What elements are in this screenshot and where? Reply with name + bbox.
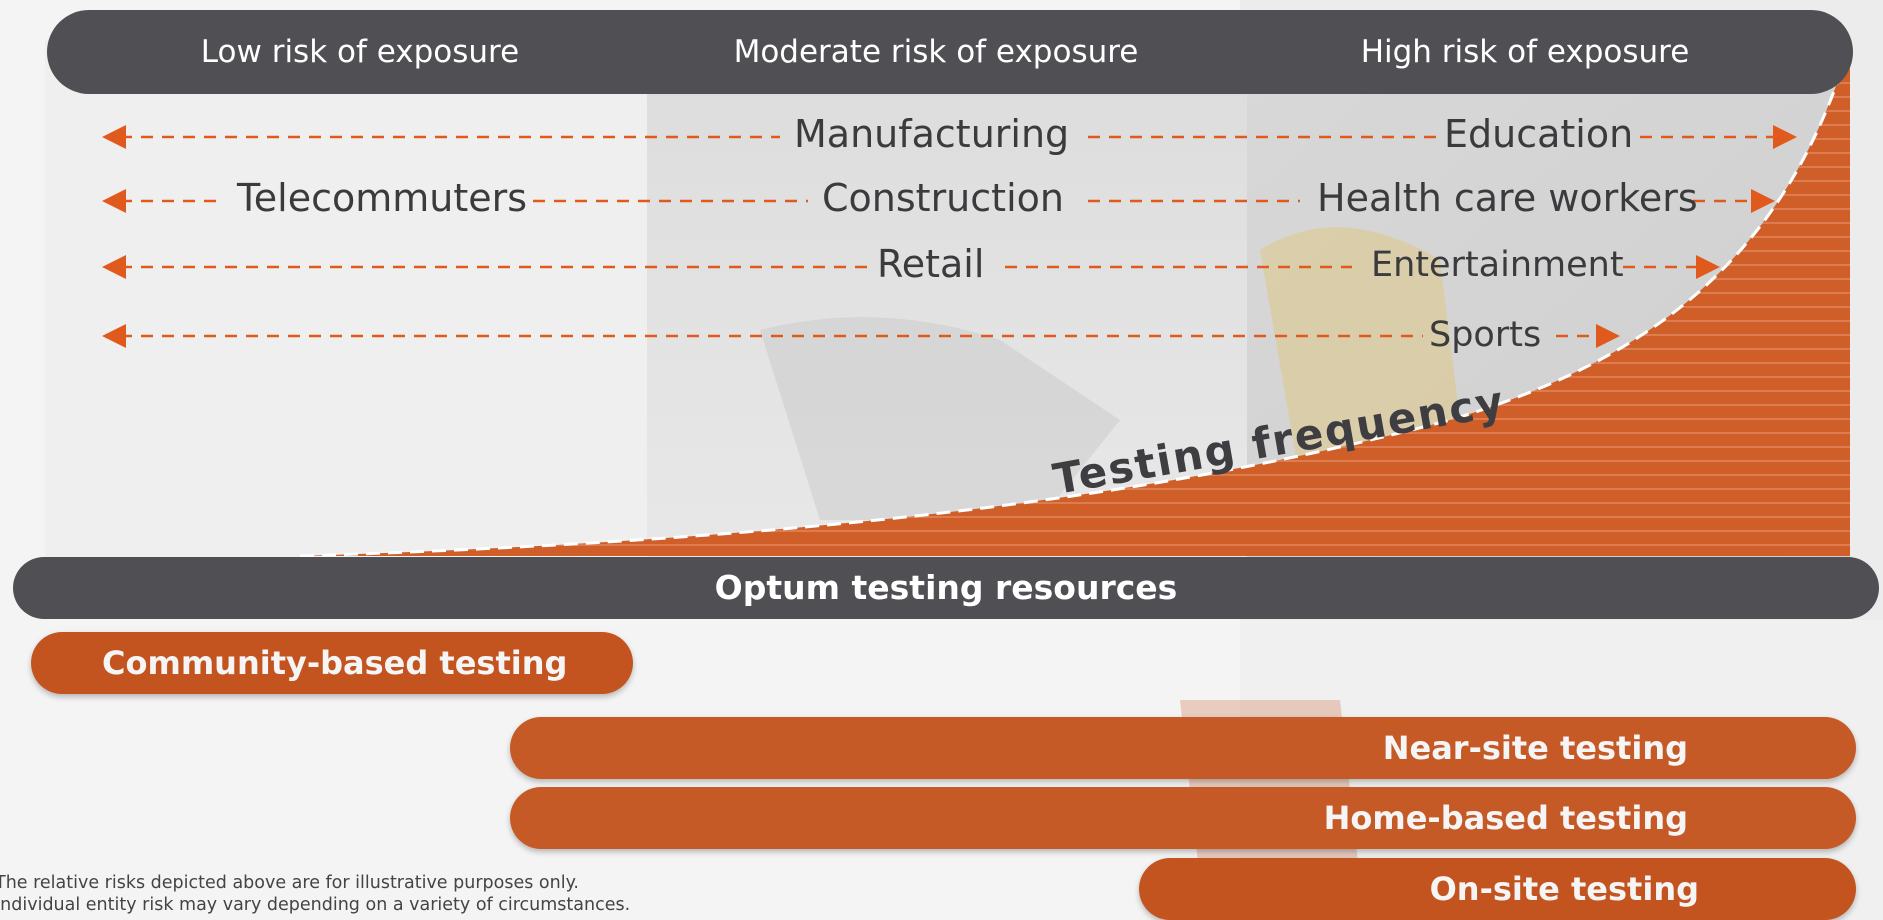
header-low-risk: Low risk of exposure: [200, 34, 520, 70]
near-site-testing-pill: Near-site testing: [510, 717, 1856, 779]
label-construction: Construction: [822, 176, 1064, 220]
header-high-risk: High risk of exposure: [1360, 34, 1690, 70]
community-based-testing-pill: Community-based testing: [31, 632, 633, 694]
label-retail: Retail: [877, 242, 985, 286]
label-manufacturing: Manufacturing: [794, 112, 1070, 156]
optum-testing-resources-bar: Optum testing resources: [13, 557, 1879, 619]
disclaimer-line-1: The relative risks depicted above are fo…: [0, 873, 579, 893]
on-site-testing-pill: On-site testing: [1139, 858, 1856, 920]
header-moderate-risk: Moderate risk of exposure: [733, 34, 1139, 70]
label-health-care-workers: Health care workers: [1317, 176, 1698, 220]
label-entertainment: Entertainment: [1371, 245, 1624, 285]
label-telecommuters: Telecommuters: [237, 176, 528, 220]
label-sports: Sports: [1429, 315, 1542, 355]
disclaimer-line-2: Individual entity risk may vary dependin…: [0, 895, 631, 915]
home-based-testing-pill: Home-based testing: [510, 787, 1856, 849]
label-education: Education: [1444, 112, 1634, 156]
risk-header-bar: [47, 10, 1853, 94]
disclaimer: The relative risks depicted above are fo…: [0, 872, 630, 916]
